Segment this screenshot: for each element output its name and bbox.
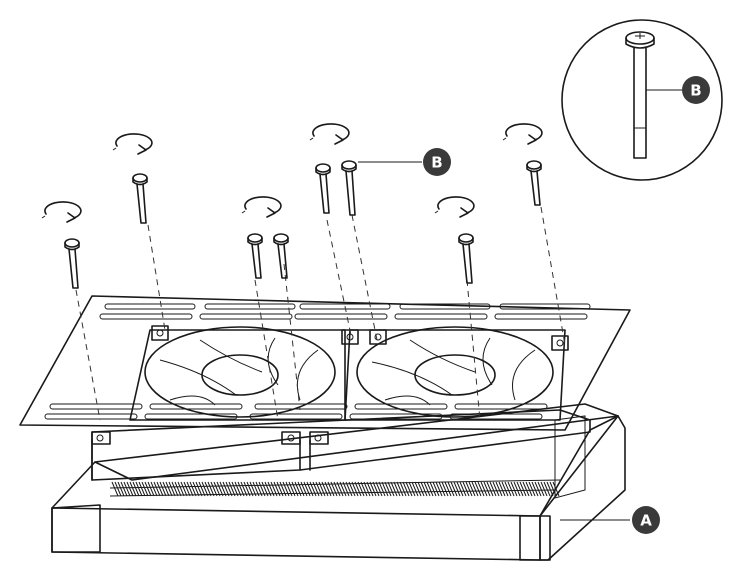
plate-slot — [454, 403, 548, 410]
rotate-clockwise-icon — [241, 196, 282, 218]
callout-b-detail-badge — [682, 76, 710, 104]
screw — [341, 160, 357, 216]
rotate-clockwise-icon — [309, 123, 350, 145]
plate-slot — [149, 403, 243, 410]
callout-a-badge — [632, 506, 660, 534]
screw — [273, 233, 289, 279]
mount-hole — [156, 329, 164, 337]
rotate-clockwise-icon — [41, 201, 82, 223]
plate-slot — [349, 413, 443, 420]
radiator-fins — [111, 481, 560, 497]
mount-tab — [369, 329, 387, 345]
callout-b-detail-label: B — [690, 82, 701, 100]
screw — [132, 173, 148, 224]
plate-slot — [499, 303, 591, 310]
screw — [458, 233, 474, 284]
plate-slot — [199, 313, 293, 320]
mount-hole — [374, 333, 382, 341]
plate-slot — [399, 303, 491, 310]
plate-slot — [204, 303, 296, 310]
plate-slot — [144, 413, 238, 420]
plate-slot — [394, 313, 488, 320]
plate-slot — [354, 403, 448, 410]
mount-hole — [346, 333, 354, 341]
callout-a: A — [560, 506, 660, 534]
mount-tab — [551, 335, 569, 351]
plate-slot — [99, 313, 193, 320]
fan-right — [344, 326, 566, 421]
guide-lines — [75, 206, 566, 421]
plate-slot — [299, 303, 391, 310]
radiator — [51, 403, 626, 561]
callout-b-label: B — [431, 154, 442, 172]
mounting-plate — [19, 295, 631, 431]
screw-icon — [625, 31, 655, 159]
plate-slot — [104, 303, 196, 310]
plate-slot — [254, 403, 348, 410]
rotate-clockwise-icon — [502, 123, 543, 145]
screw — [64, 238, 80, 289]
fan-left — [129, 326, 346, 421]
plate-slot — [49, 403, 143, 410]
plate-slot — [494, 313, 588, 320]
callout-a-label: A — [640, 512, 652, 530]
plate-slot — [449, 413, 543, 420]
screw — [526, 160, 542, 206]
mount-tab — [151, 325, 169, 341]
screw — [247, 233, 263, 279]
mount-hole — [556, 339, 564, 347]
plate-slot — [249, 413, 343, 420]
screw — [315, 163, 331, 214]
detail-inset: B — [561, 19, 723, 181]
rotate-clockwise-icon — [434, 196, 475, 218]
plate-slot — [294, 313, 388, 320]
plate-slot — [44, 413, 138, 420]
callout-b: B — [358, 148, 451, 176]
rotate-clockwise-icon — [112, 133, 153, 155]
callout-b-badge — [423, 148, 451, 176]
